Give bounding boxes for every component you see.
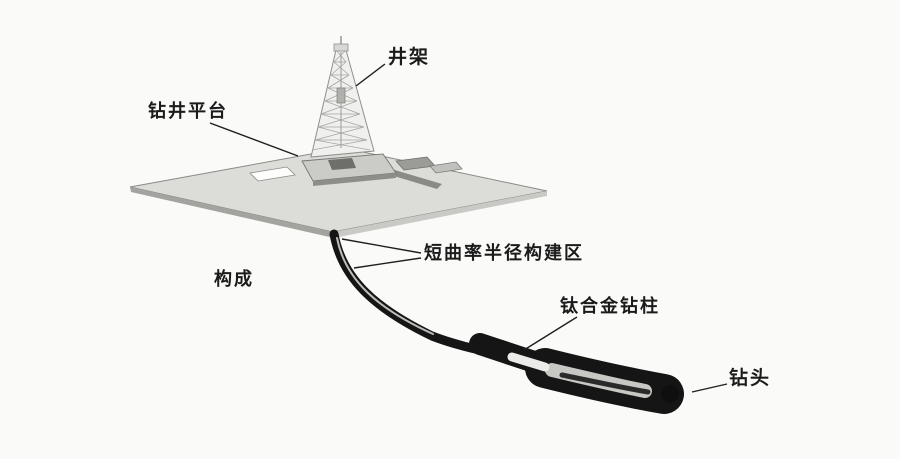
drill-pipe-highlight (336, 237, 434, 335)
label-short-radius-build-zone: 短曲率半径构建区 (424, 243, 584, 263)
zone-leader-line-1 (341, 238, 422, 254)
label-drilling-platform: 钻井平台 (148, 101, 228, 121)
derrick-leader-line (355, 63, 386, 87)
deck-gray-module-2 (429, 161, 463, 174)
deck-ramp (384, 168, 442, 189)
crown-block (333, 43, 349, 52)
label-drill-bit: 钻头 (729, 368, 772, 389)
assembly-core-line (559, 372, 651, 395)
traveling-block (336, 87, 346, 104)
substructure-front (313, 173, 396, 186)
drill-bit-tip (661, 385, 679, 403)
substructure (301, 153, 397, 186)
deck-equipment (249, 156, 463, 189)
label-derrick: 井架 (388, 47, 431, 68)
platform-edge-left (130, 187, 334, 238)
label-composition: 构成 (214, 269, 254, 289)
substructure-opening (328, 158, 356, 170)
zone-leader-line-2 (353, 257, 422, 269)
bit-leader-line (691, 383, 728, 393)
pipe-leader-line (523, 316, 578, 351)
platform-edge-right (333, 191, 547, 238)
label-titanium-drill-pipe: 钛合金钻柱 (560, 296, 660, 316)
drill-bit-assembly (507, 348, 684, 414)
deck-white-module (249, 166, 296, 182)
platform-leader-line (209, 122, 299, 157)
derrick (310, 36, 375, 158)
leader-lines (209, 63, 728, 393)
assembly-white-joint (507, 352, 550, 372)
